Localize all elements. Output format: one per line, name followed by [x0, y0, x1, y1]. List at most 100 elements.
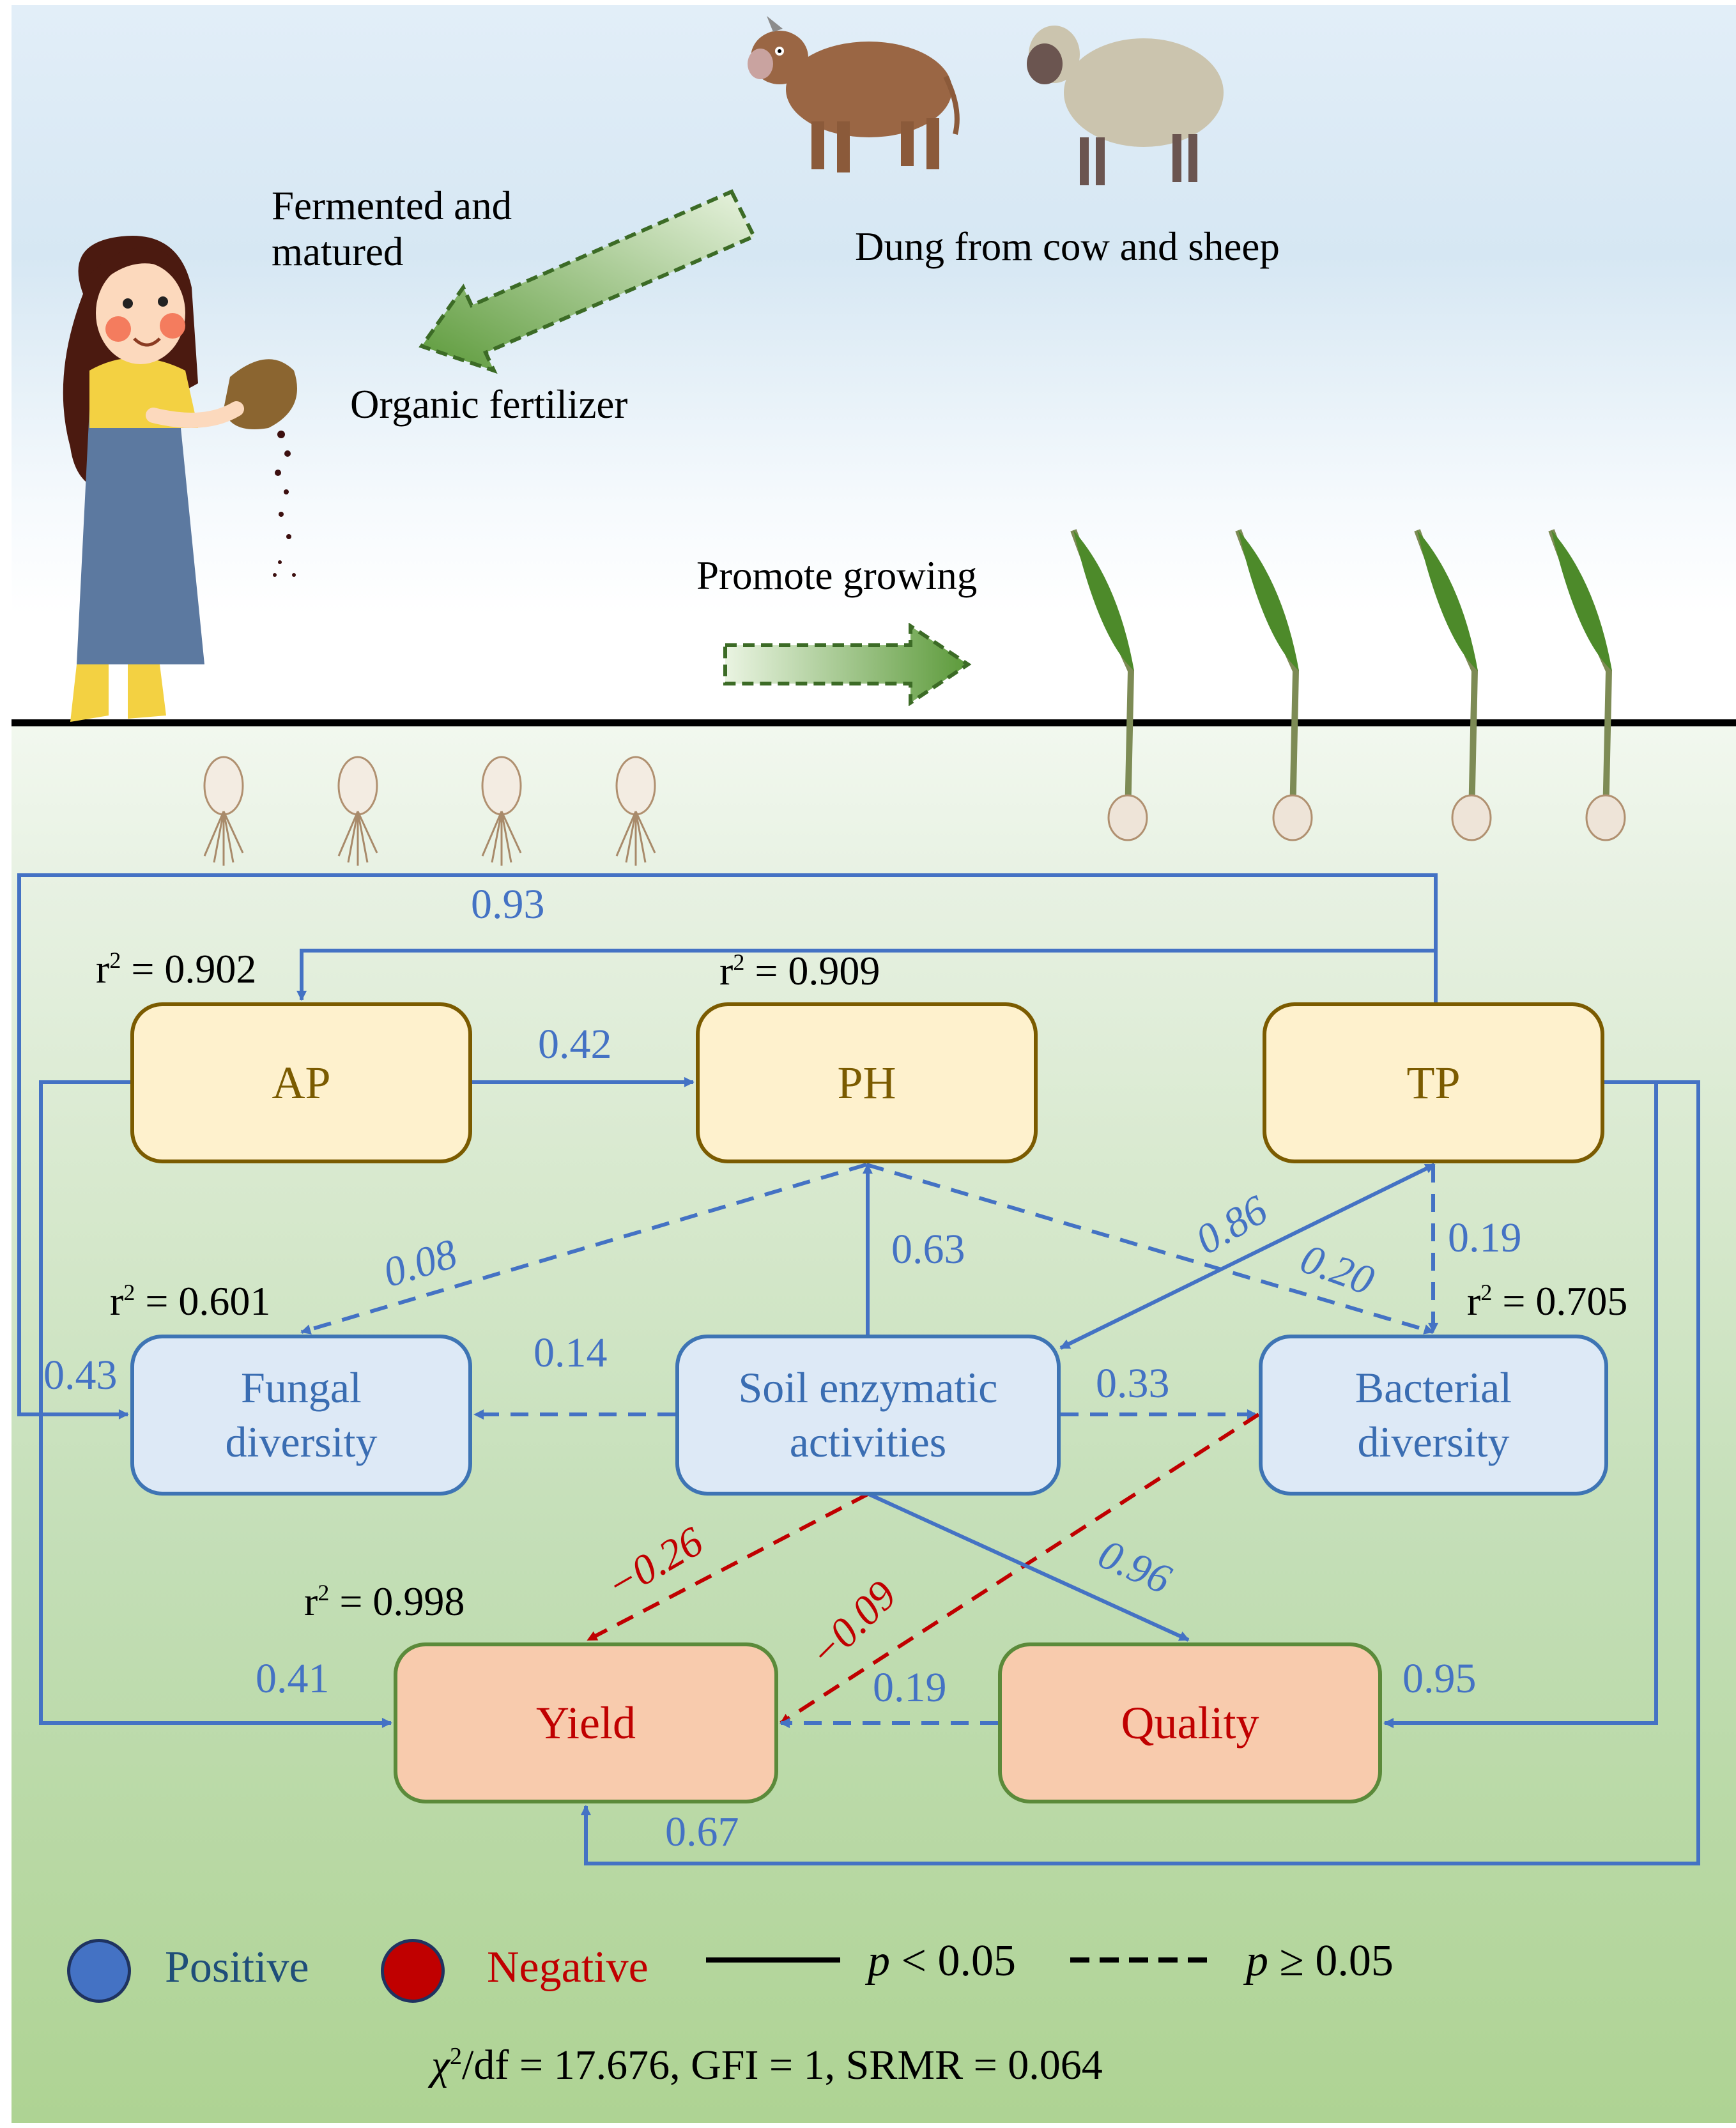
chi-superscript: 2	[450, 2043, 463, 2070]
fermentation-arrow-icon	[419, 189, 757, 374]
r2-ap: r2 = 0.902	[96, 945, 256, 993]
promote-growing-label: Promote growing	[696, 553, 978, 598]
sheep-illustration	[1027, 26, 1224, 185]
legend-significant-label: p < 0.05	[868, 1936, 1016, 1987]
coef-tp-yield: 0.67	[665, 1809, 739, 1855]
path-ph-fungal	[300, 1163, 867, 1335]
coef-tp-bacterial: 0.19	[1448, 1214, 1522, 1261]
chi-symbol: χ	[431, 2042, 450, 2088]
r2-value: 0.998	[373, 1579, 465, 1624]
r2-value: 0.705	[1535, 1278, 1628, 1324]
node-fungal-line-2: diversity	[225, 1418, 378, 1466]
r2-equals: =	[744, 948, 788, 993]
r2-value: 0.601	[178, 1278, 271, 1324]
path-tp-ap	[296, 949, 1438, 1002]
r2-bacterial: r2 = 0.705	[1467, 1278, 1627, 1325]
node-quality-label: Quality	[1121, 1697, 1259, 1749]
legend-p-symbol: p	[868, 1936, 890, 1986]
r2-prefix: r	[96, 946, 110, 991]
coef-tp-quality: 0.95	[1402, 1655, 1477, 1702]
node-yield: Yield	[394, 1642, 778, 1803]
node-quality: Quality	[998, 1642, 1382, 1803]
r2-prefix: r	[719, 948, 734, 993]
r2-superscript: 2	[1480, 1280, 1493, 1305]
grown-plants-illustration	[1070, 529, 1626, 841]
path-tp-fungal	[17, 873, 1438, 1420]
plant-icon	[1070, 529, 1148, 841]
node-bacterial-line-2: diversity	[1357, 1418, 1510, 1466]
node-soil-line-2: activities	[789, 1418, 947, 1466]
path-bacterial-yield	[780, 1412, 1260, 1725]
r2-equals: =	[1492, 1278, 1536, 1324]
r2-prefix: r	[1467, 1278, 1481, 1324]
organic-fertilizer-label: Organic fertilizer	[350, 382, 628, 427]
r2-superscript: 2	[109, 947, 121, 973]
legend-nonsignificant-threshold: ≥ 0.05	[1268, 1936, 1394, 1986]
coef-soil-fungal: 0.14	[534, 1329, 608, 1376]
legend-positive-label: Positive	[165, 1943, 309, 1992]
r2-equals: =	[329, 1579, 373, 1624]
coef-quality-yield: 0.19	[873, 1664, 947, 1711]
farmer-illustration	[63, 236, 297, 722]
path-soil-quality	[868, 1492, 1190, 1642]
node-bacterial-line-1: Bacterial	[1355, 1363, 1512, 1412]
coef-tp-ap: 0.93	[471, 881, 545, 928]
ground-line	[12, 719, 1736, 726]
r2-prefix: r	[110, 1278, 124, 1324]
legend-p-symbol: p	[1246, 1936, 1268, 1986]
node-soil-line-1: Soil enzymatic	[738, 1363, 998, 1412]
coef-soil-ph: 0.63	[891, 1226, 965, 1273]
path-ap-yield	[39, 1080, 392, 1728]
path-tp-yield	[580, 1080, 1700, 1865]
r2-value: 0.909	[788, 948, 880, 993]
node-fungal-line-1: Fungal	[241, 1363, 362, 1412]
node-bacterial-diversity: Bacterial diversity	[1259, 1335, 1608, 1496]
legend-significant-threshold: < 0.05	[890, 1936, 1016, 1986]
cow-illustration	[748, 16, 960, 172]
r2-superscript: 2	[733, 949, 745, 975]
r2-value: 0.902	[164, 946, 257, 991]
node-ap-label: AP	[272, 1057, 331, 1108]
path-soil-yield	[587, 1492, 869, 1642]
r2-superscript: 2	[123, 1280, 135, 1305]
plant-icon	[1235, 529, 1313, 841]
node-tp: TP	[1263, 1002, 1604, 1163]
r2-prefix: r	[304, 1579, 318, 1624]
r2-superscript: 2	[318, 1580, 330, 1605]
fermented-line-1: Fermented and	[272, 183, 512, 228]
node-ph-label: PH	[837, 1057, 896, 1108]
plant-icon	[1414, 529, 1492, 841]
node-ph: PH	[696, 1002, 1038, 1163]
fit-values: /df = 17.676, GFI = 1, SRMR = 0.064	[462, 2042, 1103, 2088]
coef-tp-fungal: 0.43	[43, 1352, 118, 1398]
legend-nonsignificant-label: p ≥ 0.05	[1246, 1936, 1394, 1987]
node-ap: AP	[130, 1002, 472, 1163]
path-tp-quality	[1383, 1080, 1658, 1729]
dung-label: Dung from cow and sheep	[855, 224, 1280, 269]
node-fungal-diversity: Fungal diversity	[130, 1335, 472, 1496]
coef-ap-ph: 0.42	[538, 1021, 612, 1068]
coef-soil-bacterial: 0.33	[1096, 1360, 1170, 1407]
r2-equals: =	[121, 946, 165, 991]
r2-yield: r2 = 0.998	[304, 1578, 465, 1625]
legend-negative-dot-icon	[381, 1939, 445, 2003]
node-yield-label: Yield	[536, 1697, 636, 1749]
model-fit-statistics: χ2/df = 17.676, GFI = 1, SRMR = 0.064	[431, 2041, 1103, 2090]
legend-positive-dot-icon	[67, 1939, 131, 2003]
r2-ph: r2 = 0.909	[719, 947, 880, 995]
r2-fungal: r2 = 0.601	[110, 1278, 270, 1325]
bulbs-illustration	[203, 756, 656, 867]
legend-negative-label: Negative	[487, 1943, 649, 1992]
bulb-icon	[203, 756, 244, 866]
fermented-label: Fermented and matured	[272, 183, 512, 275]
r2-equals: =	[135, 1278, 179, 1324]
promote-arrow-icon	[723, 623, 972, 706]
node-tp-label: TP	[1406, 1057, 1461, 1108]
coef-ap-yield: 0.41	[256, 1655, 330, 1702]
fermented-line-2: matured	[272, 229, 404, 275]
plant-icon	[1548, 529, 1626, 841]
path-soil-tp	[1059, 1163, 1436, 1350]
node-soil-enzymatic-activities: Soil enzymatic activities	[675, 1335, 1061, 1496]
